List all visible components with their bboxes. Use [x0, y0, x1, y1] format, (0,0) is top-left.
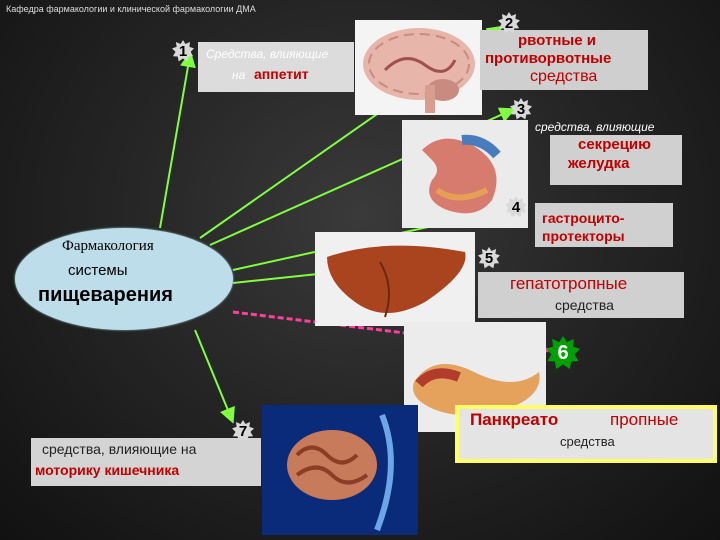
item1-line2a: на	[232, 68, 245, 82]
arrow-to-7	[195, 330, 232, 420]
liver-image	[315, 232, 475, 326]
item3-line3: желудка	[568, 155, 629, 172]
intestine-image	[262, 405, 418, 535]
item5-line2: средства	[555, 297, 614, 313]
item2-line1: рвотные и	[518, 32, 596, 49]
item7-line1: средства, влияющие на	[42, 441, 196, 457]
item6-line2: средства	[560, 434, 615, 449]
item1-line1: Средства, влияющие	[206, 47, 328, 61]
item3-line2: секрецию	[578, 136, 651, 153]
item2-line3: средства	[530, 68, 597, 86]
item7-line2: моторику кишечника	[35, 462, 179, 478]
item5-line1: гепатотропные	[510, 274, 627, 294]
item2-line2: противорвотные	[485, 50, 611, 67]
arrow-to-1	[160, 55, 190, 228]
center-line2: системы	[68, 262, 128, 279]
item6-line1: Панкреато	[470, 410, 558, 430]
center-line3: пищеварения	[38, 284, 173, 307]
item1-line2b: аппетит	[254, 66, 309, 82]
item6-line1b: пропные	[610, 410, 678, 430]
item4-line1: гастроцито-	[542, 210, 624, 226]
item3-line1: средства, влияющие	[535, 120, 654, 134]
brain-image	[355, 20, 482, 115]
center-line1: Фармакология	[62, 238, 154, 255]
item4-line2: протекторы	[542, 228, 625, 244]
